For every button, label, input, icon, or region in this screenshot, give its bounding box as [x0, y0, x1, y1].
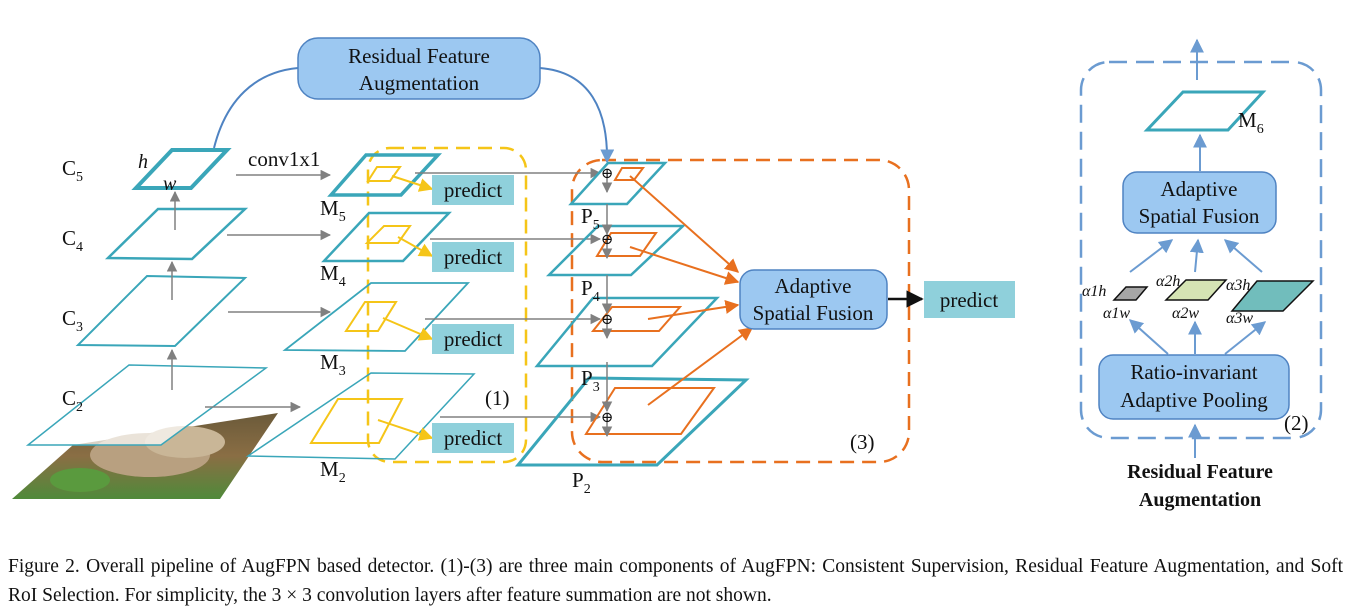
predict-label-final: predict: [940, 288, 998, 312]
predict-arrow-m2: [377, 419, 434, 441]
roi-p4: [595, 232, 658, 257]
feature-map-p5: [568, 161, 668, 206]
p3-label: P3: [581, 366, 600, 395]
pipeline-diagram: C5 C4 C3 C2 h w conv1x1 Residual Feature…: [12, 37, 1323, 511]
predict-box-final: [924, 281, 1015, 318]
roi-p5: [613, 167, 645, 181]
component-label-1: (1): [485, 386, 510, 410]
w-label: w: [163, 173, 177, 195]
feature-map-c2: [25, 364, 269, 446]
inset-pool3-to-asf-arrow: [1223, 239, 1263, 273]
c4-label: C4: [62, 226, 83, 255]
p5-label: P5: [581, 204, 600, 233]
sum-node-p2: ⊕: [601, 410, 614, 426]
asf-box-line1: Adaptive: [775, 274, 852, 298]
asf-box-line2: Spatial Fusion: [753, 301, 874, 325]
pooled-map-3-w: α3w: [1226, 310, 1253, 327]
predict-box-m5: [432, 175, 514, 205]
h-label: h: [138, 151, 148, 173]
predict-arrow-m5: [391, 175, 434, 192]
inset-asf-box: [1122, 171, 1277, 234]
m6-label: M6: [1238, 108, 1264, 137]
roi-arrow-p3: [647, 300, 740, 320]
pooled-map-1-h: α1h: [1082, 283, 1106, 300]
predict-arrow-m4: [397, 236, 434, 257]
feature-map-m5: [327, 153, 443, 197]
feature-map-m2: [245, 372, 476, 460]
roi-m2: [309, 398, 404, 444]
ratio-invariant-pooling-box: [1098, 354, 1290, 420]
predict-box-m2: [432, 423, 514, 453]
inset-bottom-label-line2: Augmentation: [1139, 489, 1261, 511]
c2-label: C2: [62, 386, 83, 415]
predict-label-m4: predict: [444, 245, 502, 269]
pooled-map-2: [1164, 279, 1228, 301]
feature-map-c4: [104, 207, 249, 261]
ratio-box-line2: Adaptive Pooling: [1120, 388, 1268, 412]
roi-m5: [366, 166, 402, 182]
roi-arrow-p2: [647, 327, 754, 406]
feature-map-m6: [1143, 90, 1267, 132]
m3-label: M3: [320, 350, 346, 379]
rfa-inset-region: [1079, 60, 1323, 440]
feature-map-p2: [514, 376, 750, 467]
pooled-map-2-h: α2h: [1156, 273, 1180, 290]
consistent-supervision-region: [366, 146, 528, 464]
p2-label: P2: [572, 468, 591, 497]
predict-label-m3: predict: [444, 327, 502, 351]
rfa-box: [297, 37, 541, 100]
predict-box-m3: [432, 324, 514, 354]
predict-label-m5: predict: [444, 178, 502, 202]
pooled-map-3: [1230, 280, 1315, 312]
pooled-map-1: [1112, 286, 1149, 301]
m4-label: M4: [320, 261, 346, 290]
sum-node-p3: ⊕: [601, 312, 614, 328]
component-label-2: (2): [1284, 411, 1309, 435]
inset-ratio-to-pool1-arrow: [1128, 319, 1169, 355]
sum-node-p5: ⊕: [601, 166, 614, 182]
c3-label: C3: [62, 306, 83, 335]
predict-box-m4: [432, 242, 514, 272]
conv1x1-label: conv1x1: [248, 147, 320, 171]
sum-node-p4: ⊕: [601, 232, 614, 248]
rfa-box-line2: Augmentation: [359, 71, 480, 95]
inset-pool2-to-asf-arrow: [1189, 238, 1204, 273]
p4-label: P4: [581, 276, 600, 305]
inset-asf-line1: Adaptive: [1161, 177, 1238, 201]
inset-asf-line2: Spatial Fusion: [1139, 204, 1260, 228]
pooled-map-3-h: α3h: [1226, 277, 1250, 294]
inset-ratio-to-pool3-arrow: [1224, 321, 1267, 355]
feature-map-m4: [321, 211, 452, 263]
inset-bottom-label-line1: Residual Feature: [1127, 461, 1273, 483]
feature-map-p3: [534, 296, 720, 368]
rfa-output-curve: [539, 67, 615, 164]
m2-label: M2: [320, 457, 346, 486]
inset-pool1-to-asf-arrow: [1129, 239, 1174, 273]
figure-caption: Figure 2. Overall pipeline of AugFPN bas…: [8, 556, 1343, 606]
roi-arrow-p4: [629, 246, 740, 285]
feature-map-m3: [282, 282, 471, 352]
roi-m3: [344, 301, 398, 332]
pooled-map-2-w: α2w: [1172, 305, 1199, 322]
roi-m4: [364, 225, 412, 244]
asf-box: [739, 269, 888, 330]
rfa-box-line1: Residual Feature: [348, 44, 490, 68]
feature-map-p4: [545, 224, 687, 277]
predict-arrow-m3: [382, 317, 434, 341]
feature-map-c3: [75, 274, 248, 348]
roi-p2: [584, 387, 716, 435]
ratio-box-line1: Ratio-invariant: [1130, 360, 1257, 384]
feature-map-c5: [131, 148, 232, 190]
pooled-map-1-w: α1w: [1103, 305, 1130, 322]
m5-label: M5: [320, 196, 346, 225]
predict-label-m2: predict: [444, 426, 502, 450]
roi-arrow-p5: [629, 175, 740, 273]
soft-roi-selection-region: [570, 158, 911, 464]
roi-p3: [590, 306, 683, 332]
c5-label: C5: [62, 156, 83, 185]
rfa-input-curve: [213, 67, 299, 149]
component-label-3: (3): [850, 430, 875, 454]
